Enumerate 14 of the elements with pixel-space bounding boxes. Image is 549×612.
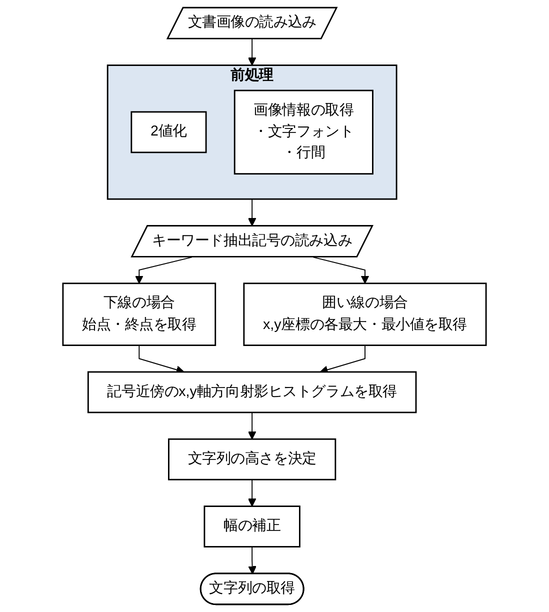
arrow [248, 479, 256, 507]
arrow [248, 412, 256, 440]
node-box: 下線の場合 始点・終点を取得 [62, 282, 216, 346]
node-box: 記号近傍のx,y軸方向射影ヒストグラムを取得 [87, 371, 417, 414]
node-box: 文字列の高さを決定 [168, 438, 336, 480]
arrow [134, 256, 192, 284]
node-box: 画像情報の取得 ・文字フォント ・行間 [234, 90, 374, 175]
node-box: 囲い線の場合 x,y座標の各最大・最小値を取得 [243, 282, 487, 346]
arrow [248, 546, 256, 574]
arrow [248, 38, 256, 66]
node-box: 幅の補正 [204, 506, 300, 548]
arrow [248, 198, 256, 226]
node-box: 2値化 [130, 111, 207, 154]
arrow [312, 256, 370, 284]
